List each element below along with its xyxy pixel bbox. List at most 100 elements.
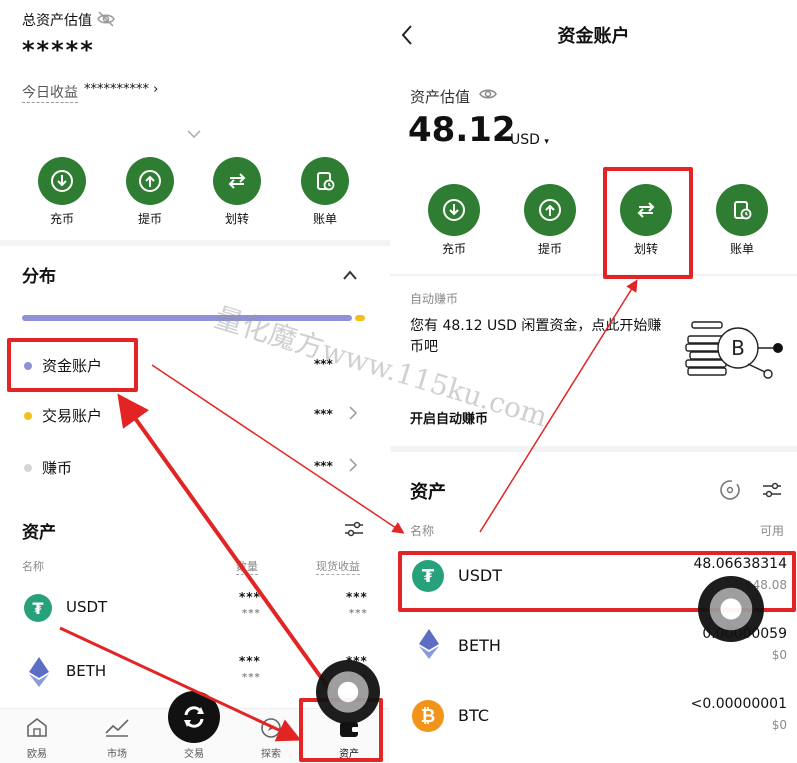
asset-amount: <0.00000001 bbox=[690, 696, 787, 712]
asset-name: USDT bbox=[66, 598, 108, 616]
dot-icon bbox=[24, 412, 32, 420]
withdraw-label: 提币 bbox=[537, 242, 562, 256]
market-icon[interactable] bbox=[104, 717, 130, 741]
column-name: 名称 bbox=[22, 560, 44, 573]
distribution-item-value: *** bbox=[314, 459, 333, 473]
assets-title: 资产 bbox=[410, 482, 446, 503]
total-asset-value: ***** bbox=[22, 36, 95, 64]
eth-coin-icon bbox=[28, 656, 50, 692]
transfer-icon bbox=[228, 173, 246, 189]
asset-name: BETH bbox=[66, 662, 107, 680]
home-icon[interactable] bbox=[26, 717, 48, 741]
distribution-item-label: 资金账户 bbox=[42, 357, 103, 375]
arrow-to-assets-tab bbox=[59, 626, 302, 742]
pie-chart-icon[interactable] bbox=[718, 478, 742, 506]
eye-icon[interactable] bbox=[478, 86, 498, 106]
nav-explore-label[interactable]: 探索 bbox=[261, 749, 281, 760]
auto-earn-label: 自动赚币 bbox=[410, 292, 459, 306]
nav-market-label[interactable]: 市场 bbox=[107, 749, 127, 760]
chevron-right-icon bbox=[348, 457, 358, 477]
asset-income-sub: *** bbox=[349, 608, 368, 619]
distribution-item-value: *** bbox=[314, 357, 333, 371]
asset-name: BTC bbox=[458, 706, 489, 725]
left-panel-asset-overview: 总资产估值 ***** 今日收益 ********** › 充币 提币 划转 账… bbox=[0, 0, 390, 763]
bill-button[interactable] bbox=[716, 184, 768, 236]
distribution-item-label: 赚币 bbox=[42, 459, 73, 477]
nav-assets-label[interactable]: 资产 bbox=[339, 749, 359, 760]
asset-usd: $0 bbox=[771, 648, 787, 662]
nav-trade-label[interactable]: 交易 bbox=[184, 749, 204, 760]
eye-off-icon[interactable] bbox=[96, 10, 116, 32]
transfer-label: 划转 bbox=[224, 212, 249, 226]
transfer-button[interactable] bbox=[620, 184, 672, 236]
column-available: 可用 bbox=[760, 524, 785, 538]
deposit-icon bbox=[443, 199, 465, 221]
trade-icon bbox=[184, 706, 204, 728]
highlight-usdt-row bbox=[398, 551, 796, 612]
usdt-coin-icon: ₮ bbox=[24, 594, 52, 622]
deposit-icon bbox=[51, 170, 73, 192]
distribution-item-earn[interactable]: 赚币 *** bbox=[22, 457, 367, 481]
touch-indicator bbox=[698, 576, 764, 642]
highlight-funding-account bbox=[7, 338, 138, 392]
eth-coin-icon bbox=[418, 628, 440, 664]
bill-label: 账单 bbox=[729, 242, 754, 256]
table-row[interactable]: ₮ USDT *** *** *** *** bbox=[0, 586, 390, 632]
deposit-label: 充币 bbox=[441, 242, 466, 256]
wallet-icon[interactable] bbox=[338, 719, 360, 743]
bill-label: 账单 bbox=[312, 212, 337, 226]
total-asset-label: 总资产估值 bbox=[22, 13, 92, 29]
dot-icon bbox=[24, 464, 32, 472]
chevron-down-icon[interactable] bbox=[186, 124, 202, 143]
filter-icon[interactable] bbox=[762, 481, 782, 503]
distribution-item-value: *** bbox=[314, 407, 333, 421]
section-divider bbox=[0, 240, 390, 246]
nav-home-label[interactable]: 欧易 bbox=[27, 749, 47, 760]
bill-icon bbox=[734, 201, 752, 220]
table-row[interactable]: ₮ USDT 48.06638314 $48.08 bbox=[390, 552, 797, 608]
withdraw-button[interactable] bbox=[126, 157, 174, 205]
touch-indicator bbox=[316, 660, 380, 724]
column-spot-income: 现货收益 bbox=[316, 560, 360, 575]
distribution-item-trading[interactable]: 交易账户 *** bbox=[22, 405, 367, 429]
asset-amount: *** bbox=[239, 590, 261, 604]
distribution-bar-trade bbox=[355, 315, 365, 321]
chevron-up-icon[interactable] bbox=[342, 266, 358, 285]
asset-income: *** bbox=[346, 590, 368, 604]
today-income-value[interactable]: ********** › bbox=[84, 82, 159, 97]
asset-amount: *** bbox=[239, 654, 261, 668]
distribution-item-label: 交易账户 bbox=[42, 407, 103, 425]
deposit-button[interactable] bbox=[38, 157, 86, 205]
transfer-icon bbox=[637, 202, 655, 218]
chevron-right-icon bbox=[348, 405, 358, 425]
table-row[interactable]: ₿ BTC <0.00000001 $0 bbox=[390, 692, 797, 748]
arrow-to-funding-account bbox=[117, 393, 332, 692]
arrow-to-usdt-row bbox=[151, 364, 405, 534]
withdraw-button[interactable] bbox=[524, 184, 576, 236]
page-title: 资金账户 bbox=[557, 26, 630, 47]
btc-coin-icon: ₿ bbox=[412, 700, 444, 732]
auto-earn-link[interactable]: 开启自动赚币 bbox=[410, 412, 489, 427]
bill-button[interactable] bbox=[301, 157, 349, 205]
arrow-to-transfer bbox=[479, 279, 638, 533]
estimate-label: 资产估值 bbox=[410, 88, 471, 106]
deposit-label: 充币 bbox=[49, 212, 74, 226]
currency-label: USD bbox=[510, 132, 540, 148]
back-icon[interactable] bbox=[400, 24, 414, 50]
caret-down-icon: ▾ bbox=[544, 137, 549, 147]
asset-amount-sub: *** bbox=[242, 672, 261, 683]
assets-title: 资产 bbox=[22, 523, 56, 543]
filter-icon[interactable] bbox=[344, 520, 364, 542]
deposit-button[interactable] bbox=[428, 184, 480, 236]
withdraw-icon bbox=[139, 170, 161, 192]
svg-text:B: B bbox=[731, 336, 745, 360]
bitcoin-coins-illustration: B bbox=[682, 314, 792, 398]
asset-amount: 48.06638314 bbox=[693, 556, 787, 572]
distribution-item-funding[interactable]: 资金账户 *** bbox=[22, 355, 362, 379]
auto-earn-card[interactable]: 自动赚币 您有 48.12 USD 闲置资金，点此开始赚币吧 开启自动赚币 B bbox=[390, 280, 797, 440]
transfer-button[interactable] bbox=[213, 157, 261, 205]
withdraw-icon bbox=[539, 199, 561, 221]
today-income-label: 今日收益 bbox=[22, 82, 78, 103]
currency-selector[interactable]: USD ▾ bbox=[510, 132, 549, 148]
